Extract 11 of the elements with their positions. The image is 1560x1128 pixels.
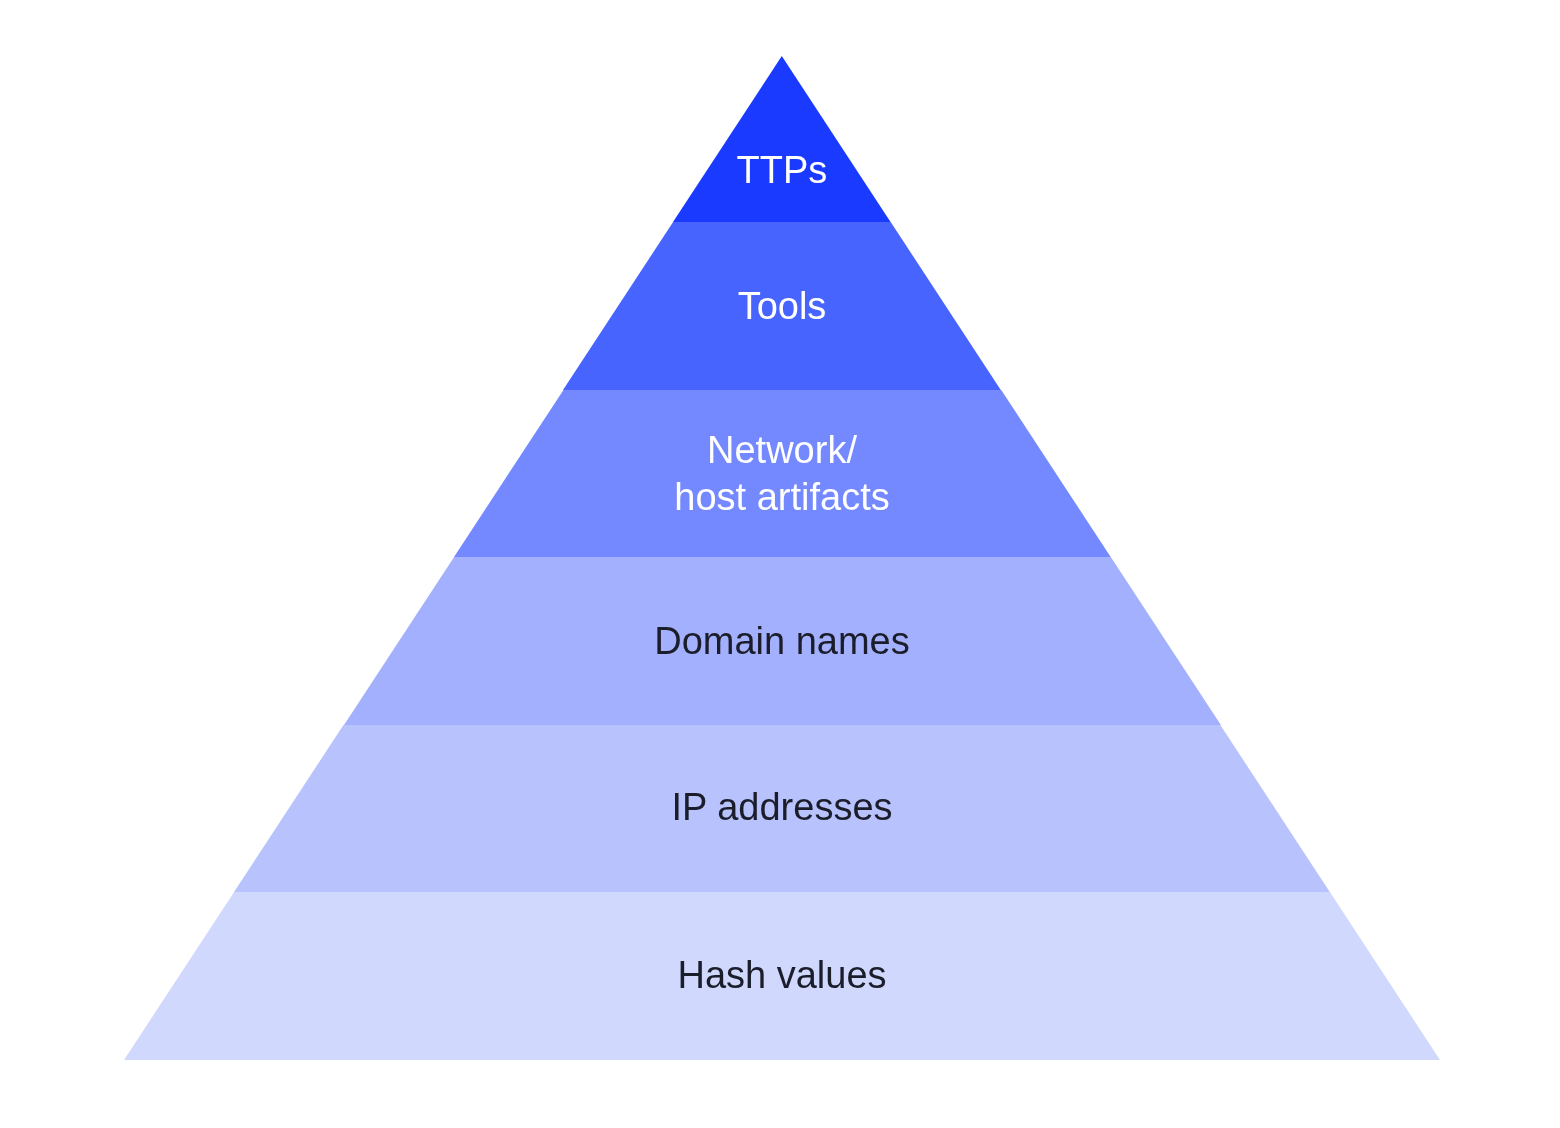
tier-label: TTPs <box>736 147 828 193</box>
tier-label: Hash values <box>677 952 887 998</box>
tier-label: IP addresses <box>671 784 893 830</box>
tier-label: Network/ host artifacts <box>673 428 891 520</box>
pyramid-tier <box>124 892 1440 1060</box>
tier-label: Tools <box>737 283 827 329</box>
pyramid-tier <box>234 725 1330 892</box>
pyramid-tier <box>563 222 1001 390</box>
pyramid-tier <box>343 557 1221 725</box>
pyramid-tier <box>453 390 1111 557</box>
tier-label: Domain names <box>654 618 910 664</box>
